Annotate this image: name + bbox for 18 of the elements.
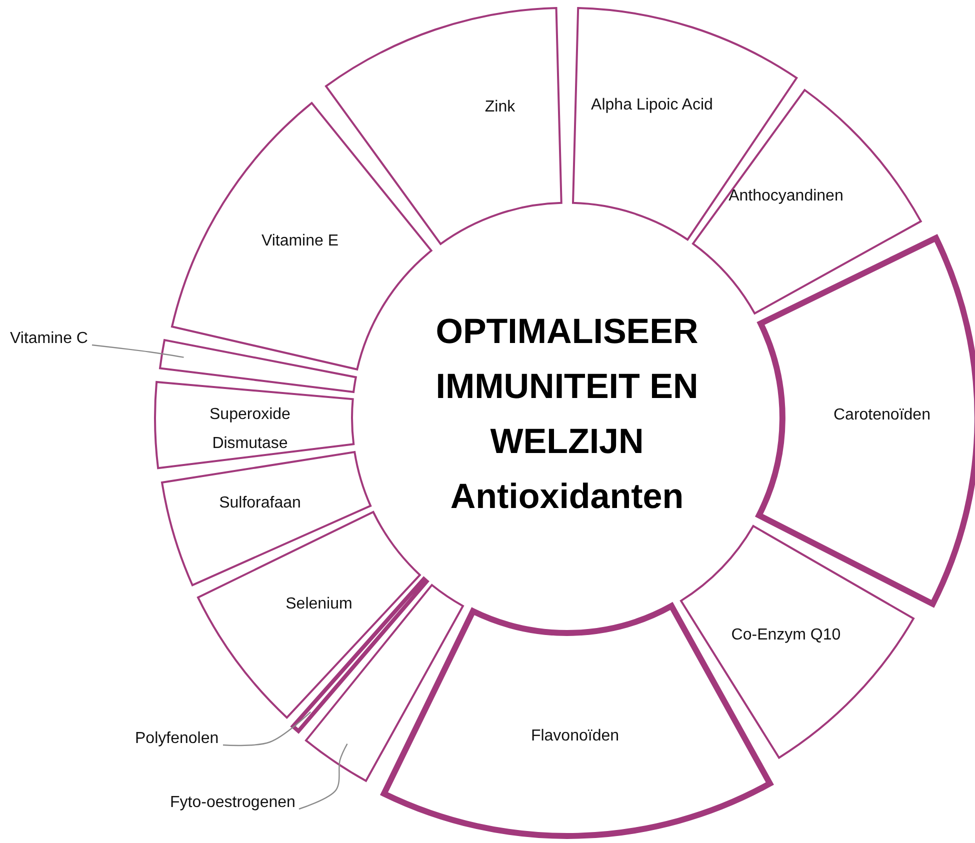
segment-label: Sulforafaan (218, 494, 302, 514)
segment-label: Carotenoïden (832, 406, 932, 426)
leader-line (298, 744, 348, 810)
segment-label: Zink (484, 98, 516, 118)
center-title: OPTIMALISEER IMMUNITEIT EN WELZIJN (434, 311, 700, 463)
leader-line (92, 344, 184, 358)
segment-label: Anthocyandinen (728, 186, 844, 207)
segment-label: Vitamine E (260, 232, 340, 252)
callout-label: Polyfenolen (135, 730, 219, 748)
segment-label: Co-Enzym Q10 (730, 626, 842, 646)
segment-label: Alpha Lipoic Acid (590, 96, 714, 116)
segment-label: Flavonoïden (530, 726, 620, 747)
segment-label: Superoxide Dismutase (208, 405, 292, 454)
leader-line (222, 711, 312, 746)
center-subtitle: Antioxidanten (449, 476, 685, 518)
segment-label: Selenium (284, 594, 354, 615)
callout-label: Vitamine C (10, 330, 88, 348)
callout-label: Fyto-oestrogenen (170, 794, 296, 812)
